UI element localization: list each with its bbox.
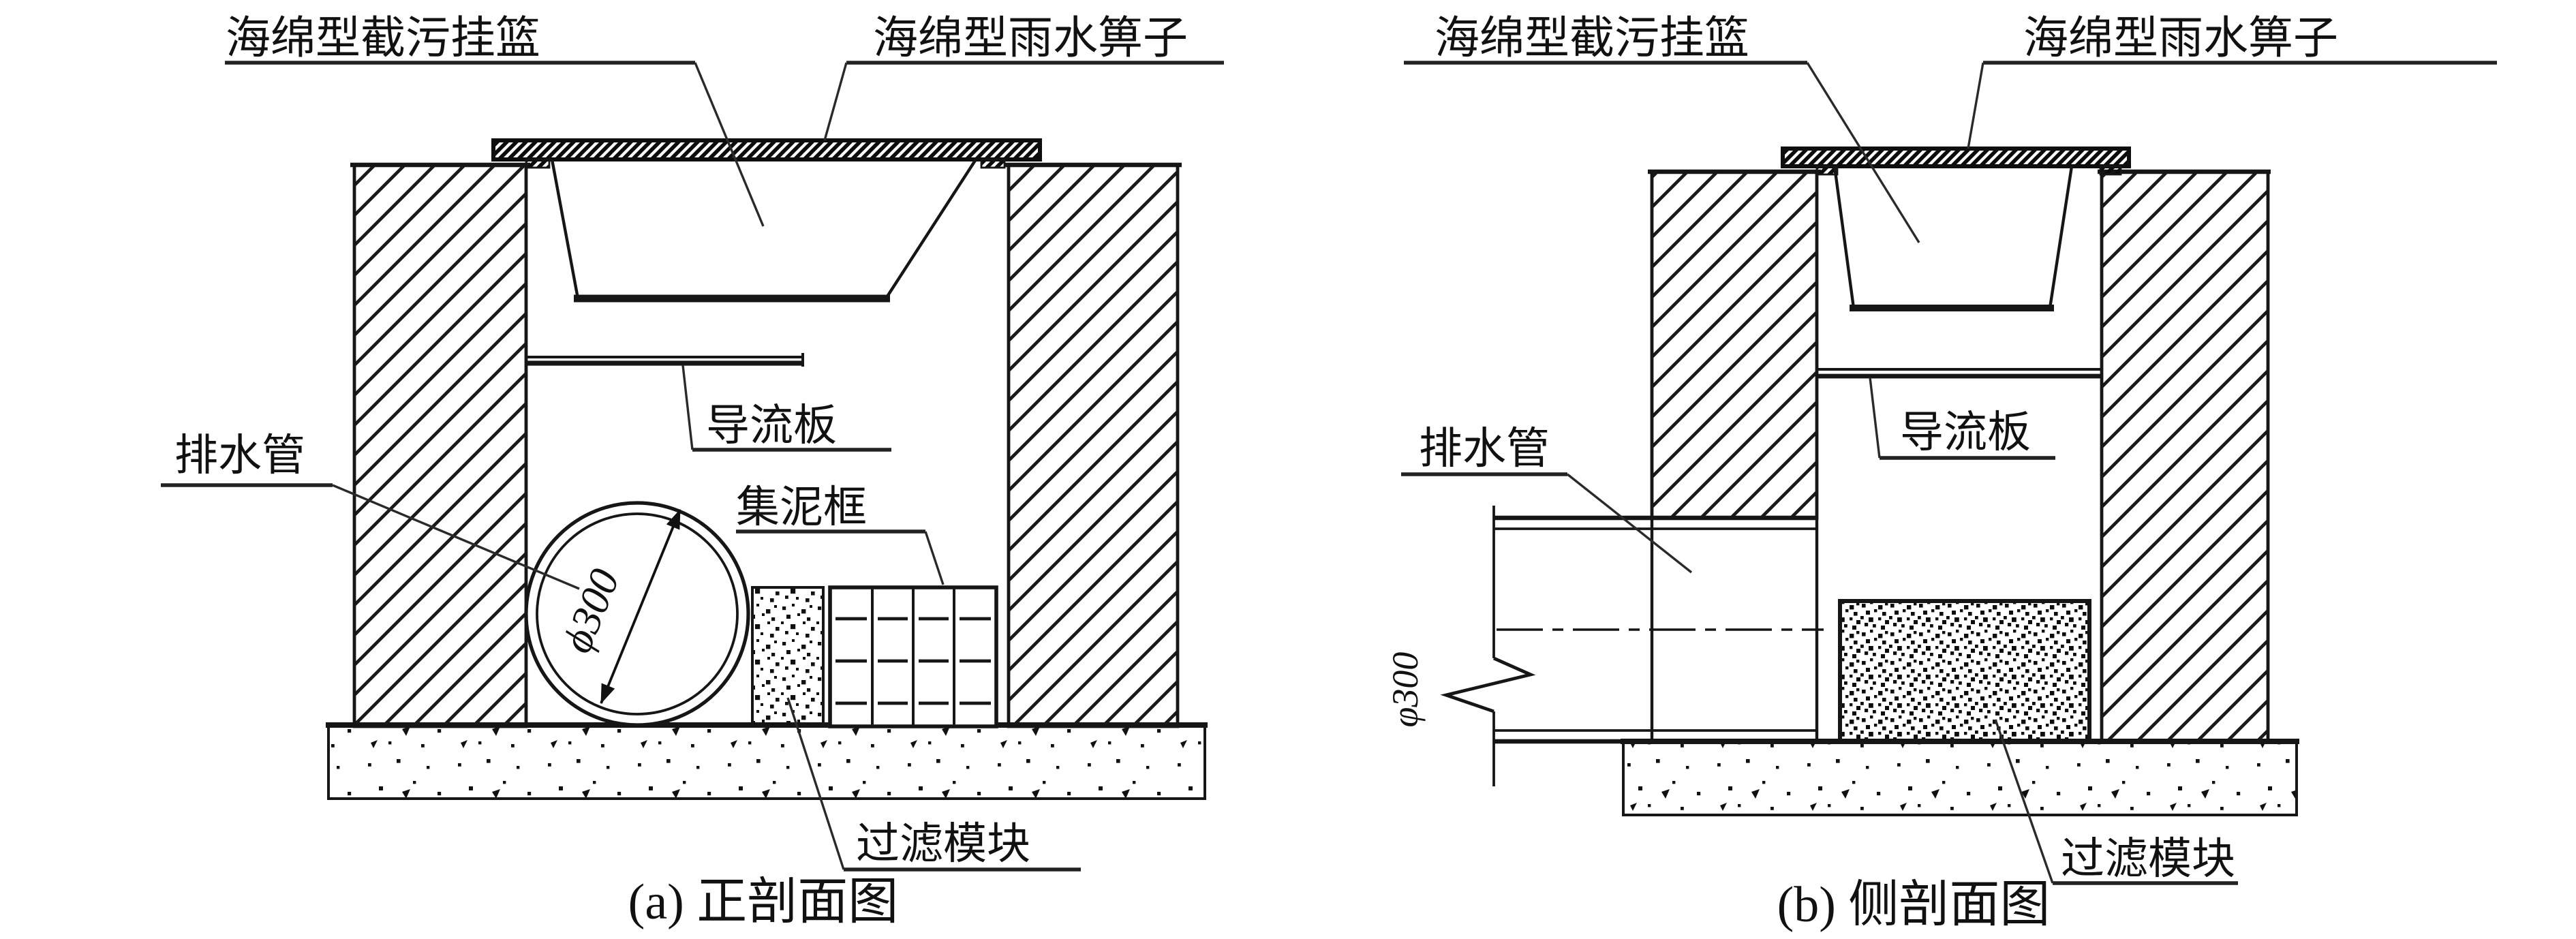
panel-b: φ300 海绵型截污挂篮 海绵型雨水箅子 排水管 导流板 过滤模块: [1385, 14, 2497, 933]
grate-support-right: [2099, 165, 2122, 176]
grate-support-right: [980, 158, 1006, 169]
label-text: 排水管: [174, 431, 305, 480]
panel-b-filter-module: [1838, 599, 2091, 743]
panel-a-label-grate: 海绵型雨水箅子: [823, 14, 1224, 141]
panel-a-right-wall: [1005, 162, 1182, 728]
panel-a-base-slab: [326, 722, 1208, 800]
panel-b-deflector: [1817, 368, 2102, 379]
dimension-phi300-b: φ300: [1385, 652, 1426, 728]
panel-a-rain-grate: [491, 138, 1042, 169]
panel-a-caption: (a) 正剖面图: [628, 874, 899, 930]
panel-b-rain-grate: [1781, 147, 2131, 176]
panel-a-label-drain-pipe: 排水管: [161, 431, 580, 590]
pipe-break-symbol: [1440, 656, 1536, 713]
panel-b-left-wall: [1648, 169, 1821, 741]
label-text: 海绵型雨水箅子: [873, 14, 1188, 63]
panel-a-left-wall: [350, 162, 530, 728]
panel-b-right-wall: [2098, 169, 2271, 743]
panel-b-caption: (b) 侧剖面图: [1777, 877, 2051, 933]
panel-a-filter-module: [751, 586, 825, 728]
panel-b-label-filter-module: 过滤模块: [1994, 719, 2238, 885]
panel-a-label-filter-module: 过滤模块: [786, 697, 1081, 872]
panel-a-basket: [550, 158, 977, 303]
diameter-arrow: [600, 508, 681, 705]
panel-b-label-drain-pipe: 排水管: [1401, 425, 1693, 574]
label-text: 海绵型截污挂篮: [226, 14, 540, 63]
panel-a-label-basket: 海绵型截污挂篮: [225, 14, 765, 227]
label-text: 集泥框: [736, 483, 867, 532]
grate-support-left: [1815, 165, 1839, 176]
panel-b-label-grate: 海绵型雨水箅子: [1967, 14, 2497, 149]
panel-a-label-mud-frame: 集泥框: [736, 483, 945, 585]
label-text: 排水管: [1419, 425, 1550, 473]
label-text: 过滤模块: [2061, 835, 2235, 883]
panel-a-label-deflector: 导流板: [681, 365, 891, 452]
panel-b-label-basket: 海绵型截污挂篮: [1404, 14, 1920, 243]
panel-a-deflector: [526, 353, 804, 367]
panel-b-label-deflector: 导流板: [1869, 377, 2055, 460]
panel-a-drain-pipe-section: ϕ300: [524, 501, 750, 727]
grate-support-left: [525, 158, 551, 169]
label-text: 海绵型雨水箅子: [2023, 14, 2338, 63]
label-text: 导流板: [1900, 408, 2031, 457]
label-text: 海绵型截污挂篮: [1435, 14, 1749, 63]
label-text: 过滤模块: [856, 820, 1030, 868]
panel-b-base-slab: [1621, 739, 2299, 816]
panel-b-drain-pipe: φ300: [1385, 506, 1824, 786]
panel-a-mud-frame: [828, 585, 998, 728]
panel-b-basket: [1833, 166, 2074, 311]
label-text: 导流板: [706, 401, 837, 450]
panel-a: ϕ300 海绵型截污挂篮 海绵型雨水箅子 排水管 导流板: [161, 14, 1224, 930]
